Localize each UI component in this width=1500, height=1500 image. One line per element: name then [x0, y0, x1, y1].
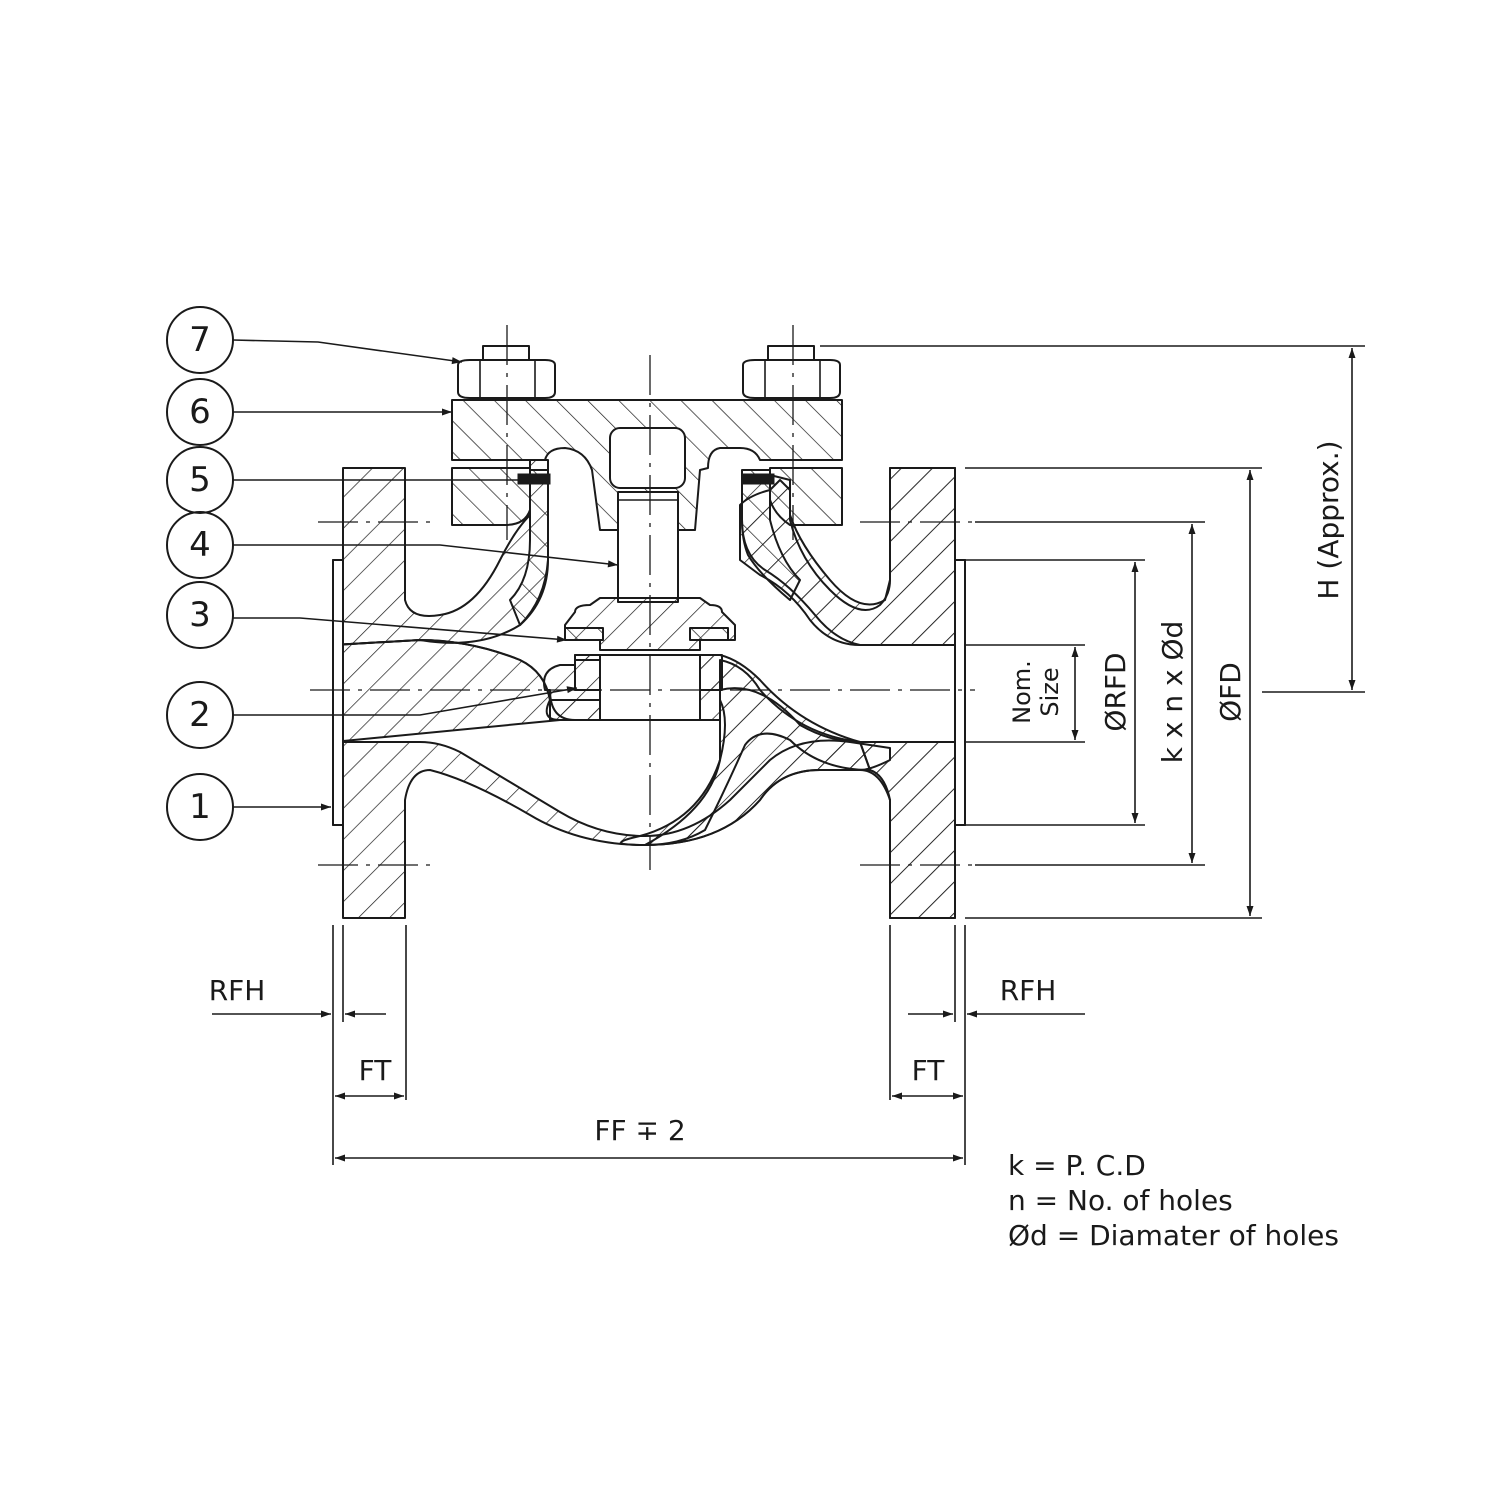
stud-nut-right [742, 345, 841, 399]
gasket-left [517, 473, 551, 485]
callout-5-label: 5 [189, 460, 211, 500]
seat-ring-right [699, 654, 723, 691]
dim-pcd-holes: k x n x Ød [1156, 621, 1189, 764]
callout-6: 6 [166, 378, 452, 446]
callout-4-label: 3 [189, 595, 211, 635]
callouts: 7 6 5 4 3 2 1 [166, 306, 619, 841]
stud-nut-left [457, 345, 556, 399]
right-raised-face [954, 559, 966, 826]
legend-line-2: n = No. of holes [1008, 1184, 1233, 1217]
callout-7: 7 [166, 306, 463, 374]
guide-cap [609, 427, 686, 489]
callout-6-label: 6 [189, 392, 211, 432]
dim-nominal-size-2: Size [1036, 667, 1064, 716]
callout-4-label: 4 [189, 525, 211, 565]
dim-rfh-right: RFH [1000, 974, 1057, 1007]
callout-2-label: 2 [189, 695, 211, 735]
callout-4: 4 [166, 511, 619, 579]
center-lines [310, 325, 975, 870]
cover-lower-right [769, 467, 843, 526]
vertical-dimensions: H (Approx.) ØFD k x n x Ød ØRFD Nom. Siz… [820, 345, 1365, 919]
callout-1: 1 [166, 773, 331, 841]
horizontal-dimensions: RFH RFH FT FT FF ∓ 2 [209, 925, 1085, 1165]
dim-rfh-left: RFH [209, 974, 266, 1007]
dim-ft-left: FT [359, 1054, 393, 1087]
callout-7-label: 7 [189, 320, 211, 360]
dim-height: H (Approx.) [1312, 440, 1345, 599]
dim-flange-diameter: ØFD [1214, 662, 1247, 722]
stem [617, 491, 679, 603]
cover-spigot-left [509, 469, 549, 626]
cover-spigot-right [741, 469, 801, 601]
callout-3: 3 [166, 581, 568, 649]
legend-line-1: k = P. C.D [1008, 1149, 1146, 1182]
dim-nominal-size-1: Nom. [1008, 660, 1036, 724]
left-flange [332, 459, 549, 646]
dim-ft-right: FT [912, 1054, 946, 1087]
callout-1-label: 1 [189, 787, 211, 827]
legend: k = P. C.D n = No. of holes Ød = Diamate… [1008, 1149, 1339, 1252]
left-raised-face [332, 559, 344, 826]
callout-2: 2 [166, 681, 578, 749]
dim-raised-face-diameter: ØRFD [1099, 652, 1132, 731]
right-flange-lower [859, 741, 966, 919]
dim-face-to-face: FF ∓ 2 [594, 1114, 685, 1147]
seat-ring-left [574, 654, 601, 691]
seat-rib [644, 659, 871, 846]
disc-ring-left [564, 627, 604, 641]
gasket-right [741, 473, 775, 485]
legend-line-3: Ød = Diamater of holes [1008, 1219, 1339, 1252]
disc-ring-right [689, 627, 729, 641]
